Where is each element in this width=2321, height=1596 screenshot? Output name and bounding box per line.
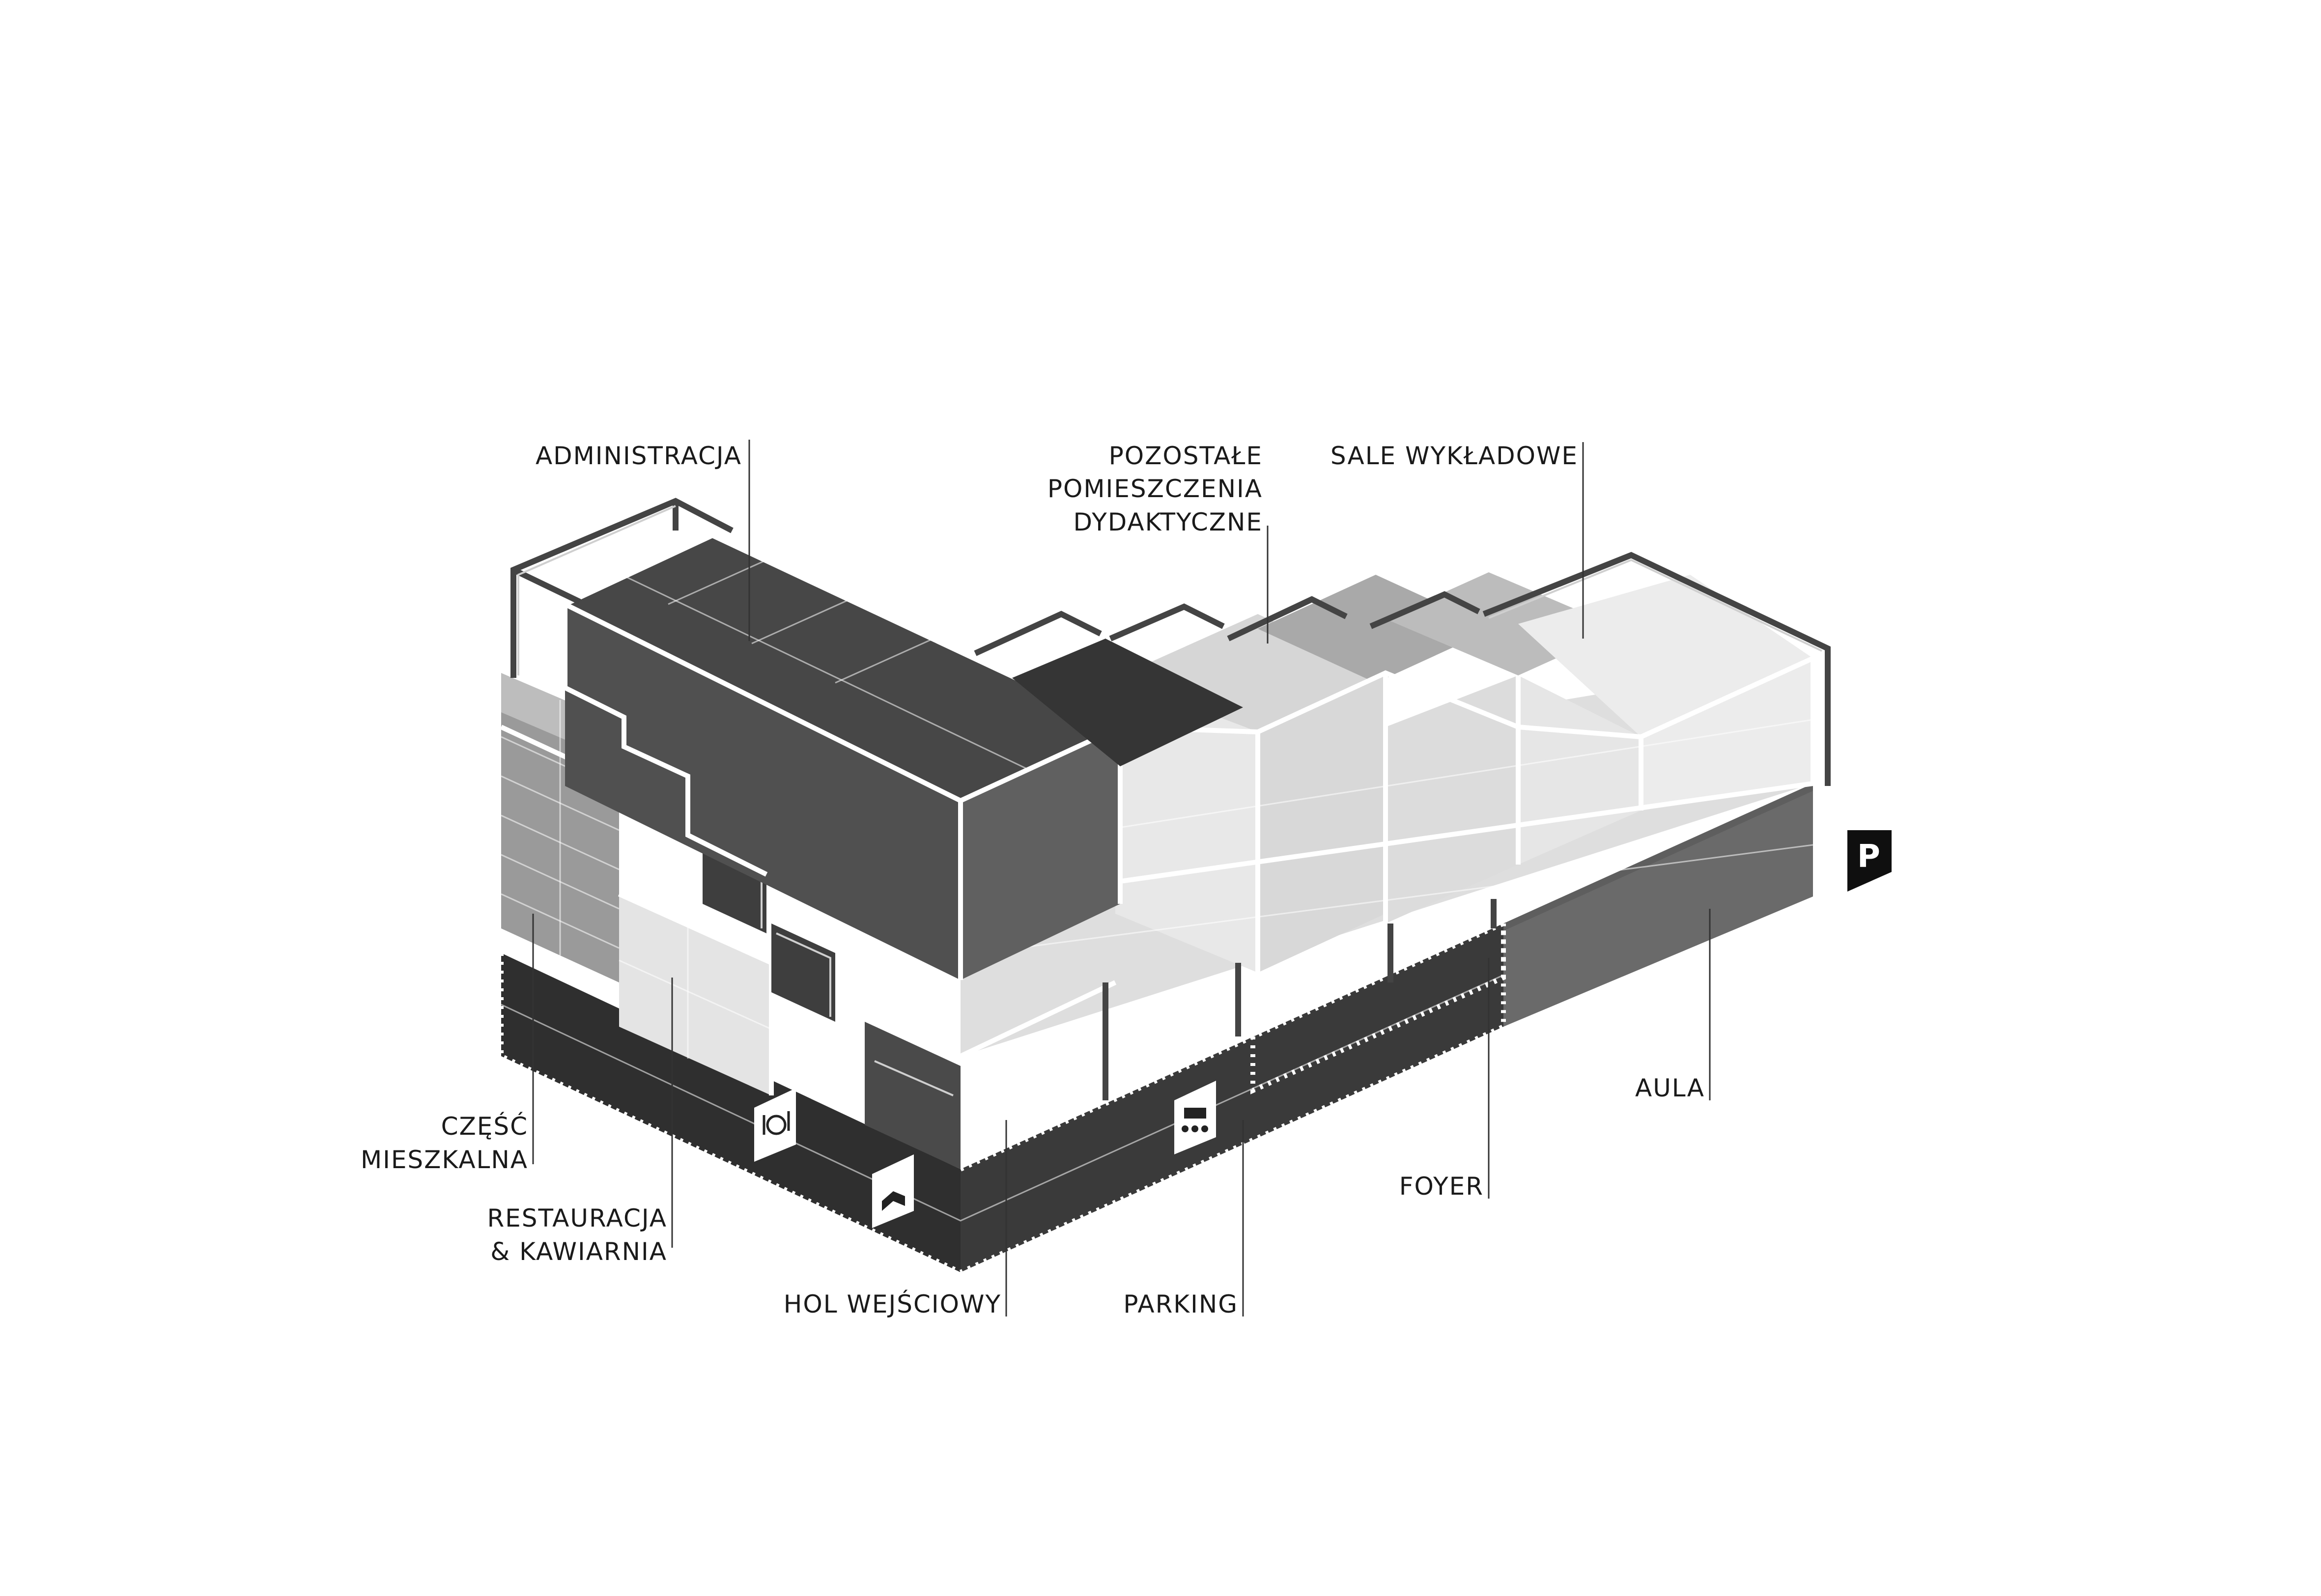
label-czesc-line2: MIESZKALNA (361, 1146, 528, 1174)
label-czesc-line1: CZĘŚĆ (441, 1112, 528, 1141)
label-pozostale-line3: DYDAKTYCZNE (1073, 508, 1263, 536)
admin-top (565, 535, 1120, 801)
label-pozostale-line2: POMIESZCZENIA (1047, 475, 1263, 503)
audience-icon (1174, 1081, 1216, 1154)
leader-lines (532, 440, 1711, 1316)
residential-upper-light (501, 673, 570, 742)
label-hol-wejsciowy: HOL WEJŚCIOWY (784, 1289, 1001, 1318)
aula-top-plane (1503, 784, 1813, 931)
label-foyer: FOYER (1399, 1172, 1484, 1201)
labels: ADMINISTRACJA POZOSTAŁE POMIESZCZENIA DY… (361, 442, 1705, 1318)
ground-outline-dotted (499, 924, 1506, 1275)
administration-block (563, 532, 1243, 980)
aula-block-face (1503, 784, 1813, 1027)
label-sale-wykladowe: SALE WYKŁADOWE (1330, 442, 1578, 470)
label-restauracja-line1: RESTAURACJA (487, 1204, 667, 1232)
ground-floor-block (499, 784, 1813, 1275)
admin-front-face (961, 727, 1120, 980)
parking-sign-icon: P (1847, 830, 1892, 892)
sale-top (1518, 575, 1813, 737)
columns (1103, 899, 1497, 1100)
restaurant-icon (754, 1088, 796, 1162)
label-aula: AULA (1635, 1074, 1705, 1102)
admin-left-face (565, 604, 961, 980)
parking-sign-letter: P (1857, 839, 1881, 875)
label-administracja: ADMINISTRACJA (536, 442, 742, 470)
admin-rear-block (1012, 639, 1243, 766)
book-icon (872, 1154, 914, 1228)
label-pozostale-line1: POZOSTAŁE (1109, 442, 1263, 470)
roof-frames (510, 498, 1831, 786)
label-parking: PARKING (1123, 1290, 1238, 1318)
label-restauracja-line2: & KAWIARNIA (490, 1237, 667, 1266)
hall-outline-dotted (959, 921, 1505, 1172)
foyer-outline-dotted (1250, 924, 1506, 1094)
